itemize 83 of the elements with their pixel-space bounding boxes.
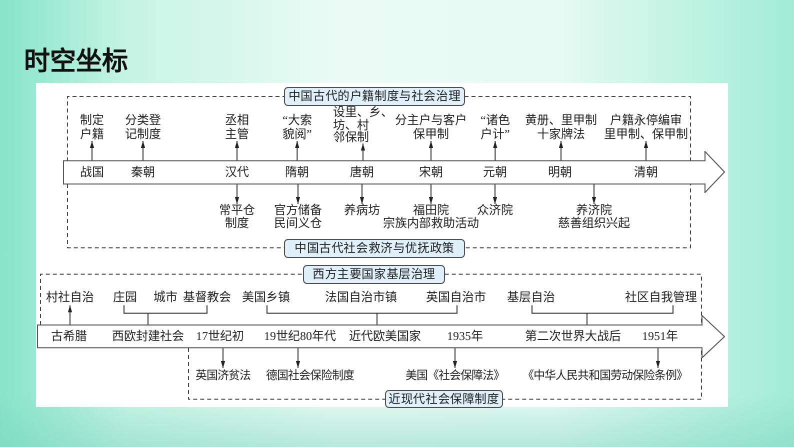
event-label: 基层自治 [507,289,555,306]
event-label: 基督教会 [183,289,231,306]
period-label: 西欧封建社会 [110,325,186,348]
arrow [90,140,94,162]
section-heading: 近现代社会保障制度 [385,390,503,408]
event-label: 设里、乡、坊、村邻保制 [333,106,393,144]
event-label: 美国乡镇 [242,289,290,306]
arrow [296,347,300,368]
period-label: 秦朝 [129,160,157,184]
dashed-frame [67,184,691,257]
arrow [360,183,364,204]
arrow [492,183,498,204]
event-label: 养病坊 [344,204,380,217]
period-label: 明朝 [546,160,574,184]
event-label: 里甲制、保甲制 [604,127,688,141]
event-label: 保甲制 [413,127,449,141]
event-label: 美国《社会保障法》 [406,368,504,384]
period-label: 唐朝 [348,160,376,184]
event-label: 制定户籍 [80,113,104,141]
event-label: 户籍永停编审 [610,113,682,127]
arrow [140,140,146,162]
arrow [220,347,226,368]
event-label: 常平仓制度 [219,204,255,230]
arrow [234,183,240,204]
arrow [295,140,300,162]
event-label: 养济院 [576,204,612,217]
event-label: 城市 [154,289,178,306]
period-label: 第二次世界大战后 [523,325,623,348]
event-label: 《中华人民共和国劳动保险条例》 [522,368,688,384]
event-label: 宗族内部救助活动 [383,217,479,230]
period-label: 汉代 [223,160,251,184]
arrow [558,140,564,162]
arrow [428,140,434,162]
period-label: 宋朝 [417,160,445,184]
timeline-arrow [37,315,725,358]
arrow [428,183,434,204]
event-label: 英国济贫法 [196,368,250,384]
period-label: 清朝 [632,160,660,184]
arrow [644,140,648,162]
event-label: 众济院 [477,204,513,217]
event-label: 民间义仓 [274,217,322,230]
period-label: 隋朝 [283,160,311,184]
period-label: 战国 [78,160,106,184]
arrow [656,347,660,368]
period-label: 近代欧美国家 [347,325,423,348]
section-heading: 西方主要国家基层治理 [303,265,445,284]
event-label: 法国自治市镇 [325,289,397,306]
event-label: 丞相主管 [225,113,249,141]
arrow [234,140,240,162]
event-label: 英国自治市 [426,289,486,306]
arrow [493,140,498,162]
bracket-line [266,304,458,326]
dashed-frame [188,348,702,408]
event-label: 慈善组织兴起 [558,217,630,230]
period-label: 古希腊 [49,325,89,348]
arrow [452,347,458,368]
section-heading: 中国古代社会救济与优抚政策 [284,238,465,258]
timeline-arrow [63,151,725,193]
arrow [296,183,300,204]
event-label: 黄册、里甲制 [525,113,597,127]
period-label: 19世纪80年代 [262,325,338,348]
event-label: “大索貌阅” [282,113,312,141]
section-heading: 中国古代的户籍制度与社会治理 [284,86,465,106]
arrow [68,304,72,326]
event-label: 分类登记制度 [125,113,161,141]
event-label: 村社自治 [46,289,94,306]
period-label: 17世纪初 [194,325,246,348]
bracket-line [532,304,674,326]
event-label: 官方储备 [274,204,322,217]
event-label: “诸色户计” [480,113,510,141]
period-label: 1951年 [640,325,680,348]
bracket-line [124,304,208,326]
arrow [592,184,596,204]
period-label: 元朝 [481,160,509,184]
event-label: 庄园 [113,289,137,306]
page-title: 时空坐标 [24,46,128,78]
event-label: 德国社会保险制度 [266,368,354,384]
period-label: 1935年 [445,325,485,348]
event-label: 十家牌法 [537,127,585,141]
event-label: 社区自我管理 [625,289,697,306]
event-label: 福田院 [413,204,449,217]
arrow [360,143,366,162]
event-label: 分主户与客户 [395,113,467,127]
